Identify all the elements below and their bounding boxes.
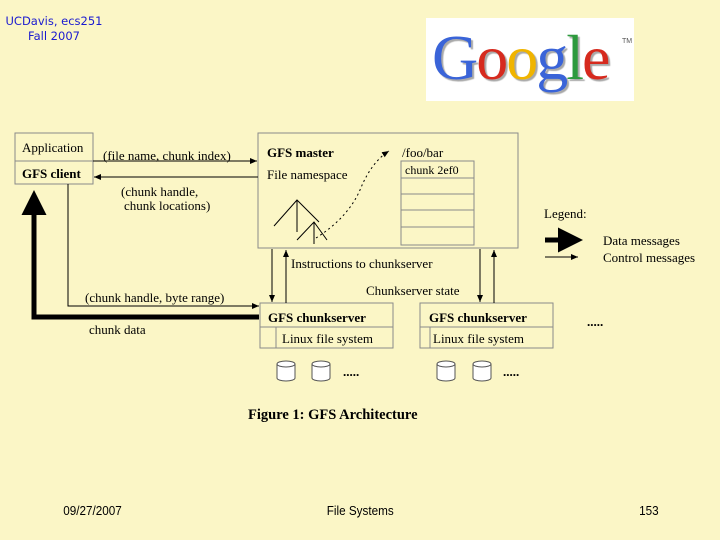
- more-chunkservers-ellipsis: .....: [587, 314, 603, 329]
- legend-data-label: Data messages: [603, 233, 680, 248]
- instructions-label: Instructions to chunkserver: [291, 256, 433, 271]
- course-label: UCDavis, ecs251 Fall 2007: [4, 14, 104, 44]
- logo-letter: o: [476, 22, 508, 93]
- disk-icon: [311, 360, 331, 382]
- more-disks-ellipsis-2: .....: [503, 364, 519, 379]
- legend-title: Legend:: [544, 206, 587, 221]
- google-logo-text: Google: [432, 19, 610, 97]
- chunk-data-arrow: [21, 190, 259, 320]
- course-term: Fall 2007: [28, 29, 80, 43]
- disk-icon: [436, 360, 456, 382]
- reply-label-line2: chunk locations): [124, 198, 210, 213]
- footer-title: File Systems: [326, 503, 394, 518]
- application-label: Application: [22, 140, 84, 155]
- logo-letter: G: [432, 22, 478, 93]
- path-label: /foo/bar: [402, 145, 444, 160]
- gfs-master-label: GFS master: [267, 145, 334, 160]
- chunk-data-label: chunk data: [89, 322, 146, 337]
- figure-caption: Figure 1: GFS Architecture: [248, 407, 418, 423]
- disk-icon: [472, 360, 492, 382]
- request-label: (file name, chunk index): [103, 148, 231, 163]
- chunkserver-state-label: Chunkserver state: [366, 283, 460, 298]
- chunkserver-title-1: GFS chunkserver: [268, 310, 366, 325]
- course-name: UCDavis, ecs251: [5, 14, 103, 28]
- chunkserver-box-2: [419, 302, 554, 349]
- chunkserver-box-1: [259, 302, 394, 349]
- more-disks-ellipsis-1: .....: [343, 364, 359, 379]
- chunkserver-title-2: GFS chunkserver: [429, 310, 527, 325]
- application-box: [14, 132, 94, 185]
- byte-range-label: (chunk handle, byte range): [85, 290, 224, 305]
- disk-icon: [276, 360, 296, 382]
- footer-date: 09/27/2007: [63, 503, 122, 518]
- trademark-mark: TM: [622, 38, 633, 45]
- legend-control-label: Control messages: [603, 250, 695, 265]
- logo-letter: g: [536, 22, 568, 93]
- footer-page-number: 153: [639, 503, 659, 518]
- master-box: [257, 132, 519, 249]
- linux-fs-label-1: Linux file system: [282, 331, 373, 346]
- byte-range-arrow: [67, 184, 259, 309]
- logo-letter: l: [566, 22, 584, 93]
- chunk-id-label: chunk 2ef0: [405, 163, 459, 177]
- reply-label-line1: (chunk handle,: [121, 184, 198, 199]
- logo-letter: o: [506, 22, 538, 93]
- linux-fs-label-2: Linux file system: [433, 331, 524, 346]
- gfs-client-label: GFS client: [22, 166, 82, 181]
- logo-letter: e: [582, 22, 610, 93]
- namespace-link-arrow: [315, 150, 390, 239]
- chunk-table: [400, 160, 475, 246]
- google-logo: Google TM: [426, 18, 634, 101]
- file-namespace-label: File namespace: [267, 167, 348, 182]
- namespace-tree-right: [296, 221, 328, 241]
